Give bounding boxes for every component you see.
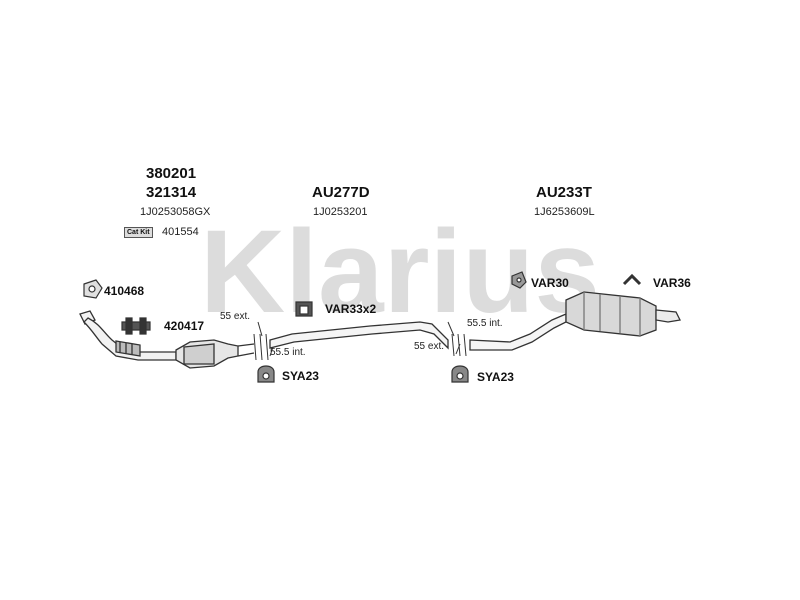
right-joint-marks <box>447 321 467 357</box>
cat-kit-ref: 401554 <box>162 226 199 238</box>
part-420417-label: 420417 <box>164 319 205 333</box>
catalytic-converter-drawing <box>175 339 255 369</box>
rear-code: AU233T <box>536 184 592 201</box>
middle-pipe-drawing <box>269 321 449 350</box>
part-var30-label: VAR30 <box>531 276 569 290</box>
left-joint-marks <box>253 321 275 361</box>
part-sya23-right-label: SYA23 <box>477 370 514 384</box>
part-icons <box>83 271 642 383</box>
part-var33-label: VAR33x2 <box>325 302 377 316</box>
right-joint-ext: 55 ext. <box>414 341 445 352</box>
middle-ref: 1J0253201 <box>313 206 368 218</box>
manifold-code-2: 321314 <box>146 184 197 201</box>
manifold-code-1: 380201 <box>146 165 197 182</box>
watermark: Klarius <box>200 206 600 338</box>
middle-code: AU277D <box>312 184 370 201</box>
part-410468-label: 410468 <box>104 284 145 298</box>
left-joint-int: 55.5 int. <box>270 347 306 358</box>
rear-silencer-drawing <box>469 291 681 351</box>
manifold-ref: 1J0253058GX <box>140 206 211 218</box>
part-var36-label: VAR36 <box>653 276 691 290</box>
cat-kit-badge: Cat Kit <box>124 227 153 238</box>
part-sya23-left-label: SYA23 <box>282 369 319 383</box>
right-joint-int: 55.5 int. <box>467 318 503 329</box>
left-joint-ext: 55 ext. <box>220 311 251 322</box>
rear-ref: 1J6253609L <box>534 206 595 218</box>
